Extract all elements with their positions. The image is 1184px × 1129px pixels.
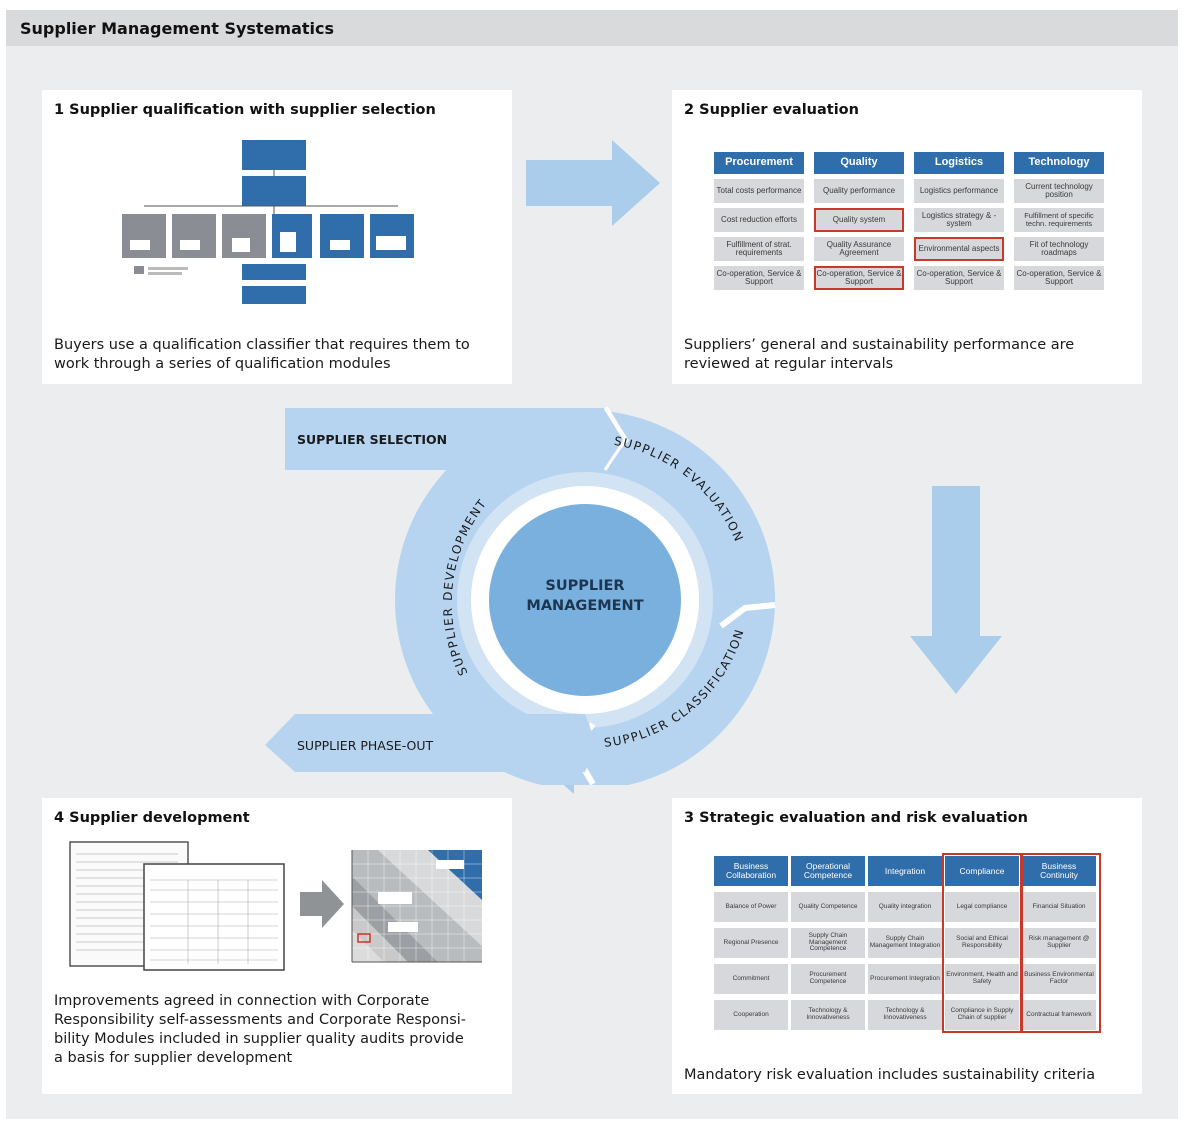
document-thumbnail [69,841,285,971]
grid-header: Technology [1014,152,1104,174]
arrow-down-icon [910,486,1002,694]
description-line: reviewed at regular intervals [684,356,894,372]
grid-cell: Contractual framework [1022,1000,1096,1030]
panel-description: Suppliers’ general and sustainability pe… [684,336,1074,374]
compliance-highlight-box [942,853,1022,1033]
panel-supplier-qualification: 1 Supplier qualification with supplier s… [42,90,512,384]
panel-strategic-risk-evaluation: 3 Strategic evaluation and risk evaluati… [672,798,1142,1094]
grid-cell: Environment, Health and Safety [945,964,1019,994]
page-title-bar: Supplier Management Systematics [6,10,1178,46]
grid-cell: Total costs performance [714,179,804,203]
grid-cell: Technology & Innovativeness [868,1000,942,1030]
grid-cell: Procurement Integration [868,964,942,994]
page-title: Supplier Management Systematics [20,18,335,38]
selection-band [285,408,625,470]
supplier-management-cycle: SUPPLIER SELECTION SUPPLIER PHASE-OUT SU… [265,406,776,785]
arrow-right-icon [526,140,660,226]
center-label-line2: MANAGEMENT [526,598,643,614]
grid-cell: Procurement Competence [791,964,865,994]
grid-header: Logistics [914,152,1004,174]
grid-cell: Commitment [714,964,788,994]
evaluation-criteria-grid: Procurement Quality Logistics Technology… [714,152,1104,290]
description-line: Responsibility self-assessments and Corp… [54,1012,467,1028]
grid-cell: Fulfillment of strat. requirements [714,237,804,261]
panel-supplier-development: 4 Supplier development [42,798,512,1094]
center-circle [489,504,681,696]
grid-cell: Supply Chain Management Integration [868,928,942,958]
panel-title: 3 Strategic evaluation and risk evaluati… [684,810,1028,826]
selection-label: SUPPLIER SELECTION [297,432,447,447]
grid-header: Business Collaboration [714,856,788,886]
grid-cell: Balance of Power [714,892,788,922]
grid-cell: Quality Assurance Agreement [814,237,904,261]
grid-cell-highlighted: Quality system [814,208,904,232]
grid-cell: Logistics strategy & -system [914,208,1004,232]
grid-cell: Logistics performance [914,179,1004,203]
phase-out-band [265,714,597,772]
grid-header: Procurement [714,152,804,174]
panel-description: Buyers use a qualification classifier th… [54,336,470,374]
description-line: work through a series of qualification m… [54,356,391,372]
grid-cell: Co-operation, Service & Support [1014,266,1104,290]
panel-description: Improvements agreed in connection with C… [54,992,466,1068]
grid-header: Compliance [945,856,1019,886]
grid-cell: Co-operation, Service & Support [914,266,1004,290]
grid-cell: Compliance in Supply Chain of supplier [945,1000,1019,1030]
grid-cell-highlighted: Environmental aspects [914,237,1004,261]
grid-cell: Business Environmental Factor [1022,964,1096,994]
grid-cell: Co-operation, Service & Support [714,266,804,290]
description-line: Suppliers’ general and sustainability pe… [684,337,1075,353]
phase-out-label: SUPPLIER PHASE-OUT [297,738,434,753]
grid-cell: Current technology position [1014,179,1104,203]
grid-header: Business Continuity [1022,856,1096,886]
description-line: bility Modules included in supplier qual… [54,1031,464,1047]
panel-title: 4 Supplier development [54,810,250,826]
panel-title: 2 Supplier evaluation [684,102,859,118]
description-line: Improvements agreed in connection with C… [54,993,430,1009]
continuity-highlight-box [1021,853,1101,1033]
description-line: a basis for supplier development [54,1050,293,1066]
grid-header: Quality [814,152,904,174]
grid-cell: Supply Chain Management Competence [791,928,865,958]
grid-cell: Quality Competence [791,892,865,922]
description-line: Buyers use a qualification classifier th… [54,337,470,353]
grid-cell: Social and Ethical Responsibility [945,928,1019,958]
grid-cell: Fit of technology roadmaps [1014,237,1104,261]
description-line: Mandatory risk evaluation includes susta… [684,1067,1096,1083]
center-label-line1: SUPPLIER [545,578,624,594]
grid-cell: Fulfillment of specific techn. requireme… [1014,208,1104,232]
grid-header: Integration [868,856,942,886]
grid-header: Operational Competence [791,856,865,886]
matrix-chart-thumbnail [351,850,482,963]
grid-cell: Cooperation [714,1000,788,1030]
grid-cell: Technology & Innovativeness [791,1000,865,1030]
panel-title: 1 Supplier qualification with supplier s… [54,102,436,118]
grid-cell: Quality integration [868,892,942,922]
grid-cell: Legal compliance [945,892,1019,922]
grid-cell: Cost reduction efforts [714,208,804,232]
grid-cell: Regional Presence [714,928,788,958]
panel-supplier-evaluation: 2 Supplier evaluation Procurement Qualit… [672,90,1142,384]
grid-cell: Quality performance [814,179,904,203]
panel-description: Mandatory risk evaluation includes susta… [684,1066,1095,1085]
risk-evaluation-grid: Business Collaboration Operational Compe… [714,856,1100,1030]
flowchart-thumbnail [122,140,414,304]
grid-cell: Financial Situation [1022,892,1096,922]
grid-cell: Risk management @ Supplier [1022,928,1096,958]
arrow-right-icon [300,880,344,928]
grid-cell-highlighted: Co-operation, Service & Support [814,266,904,290]
